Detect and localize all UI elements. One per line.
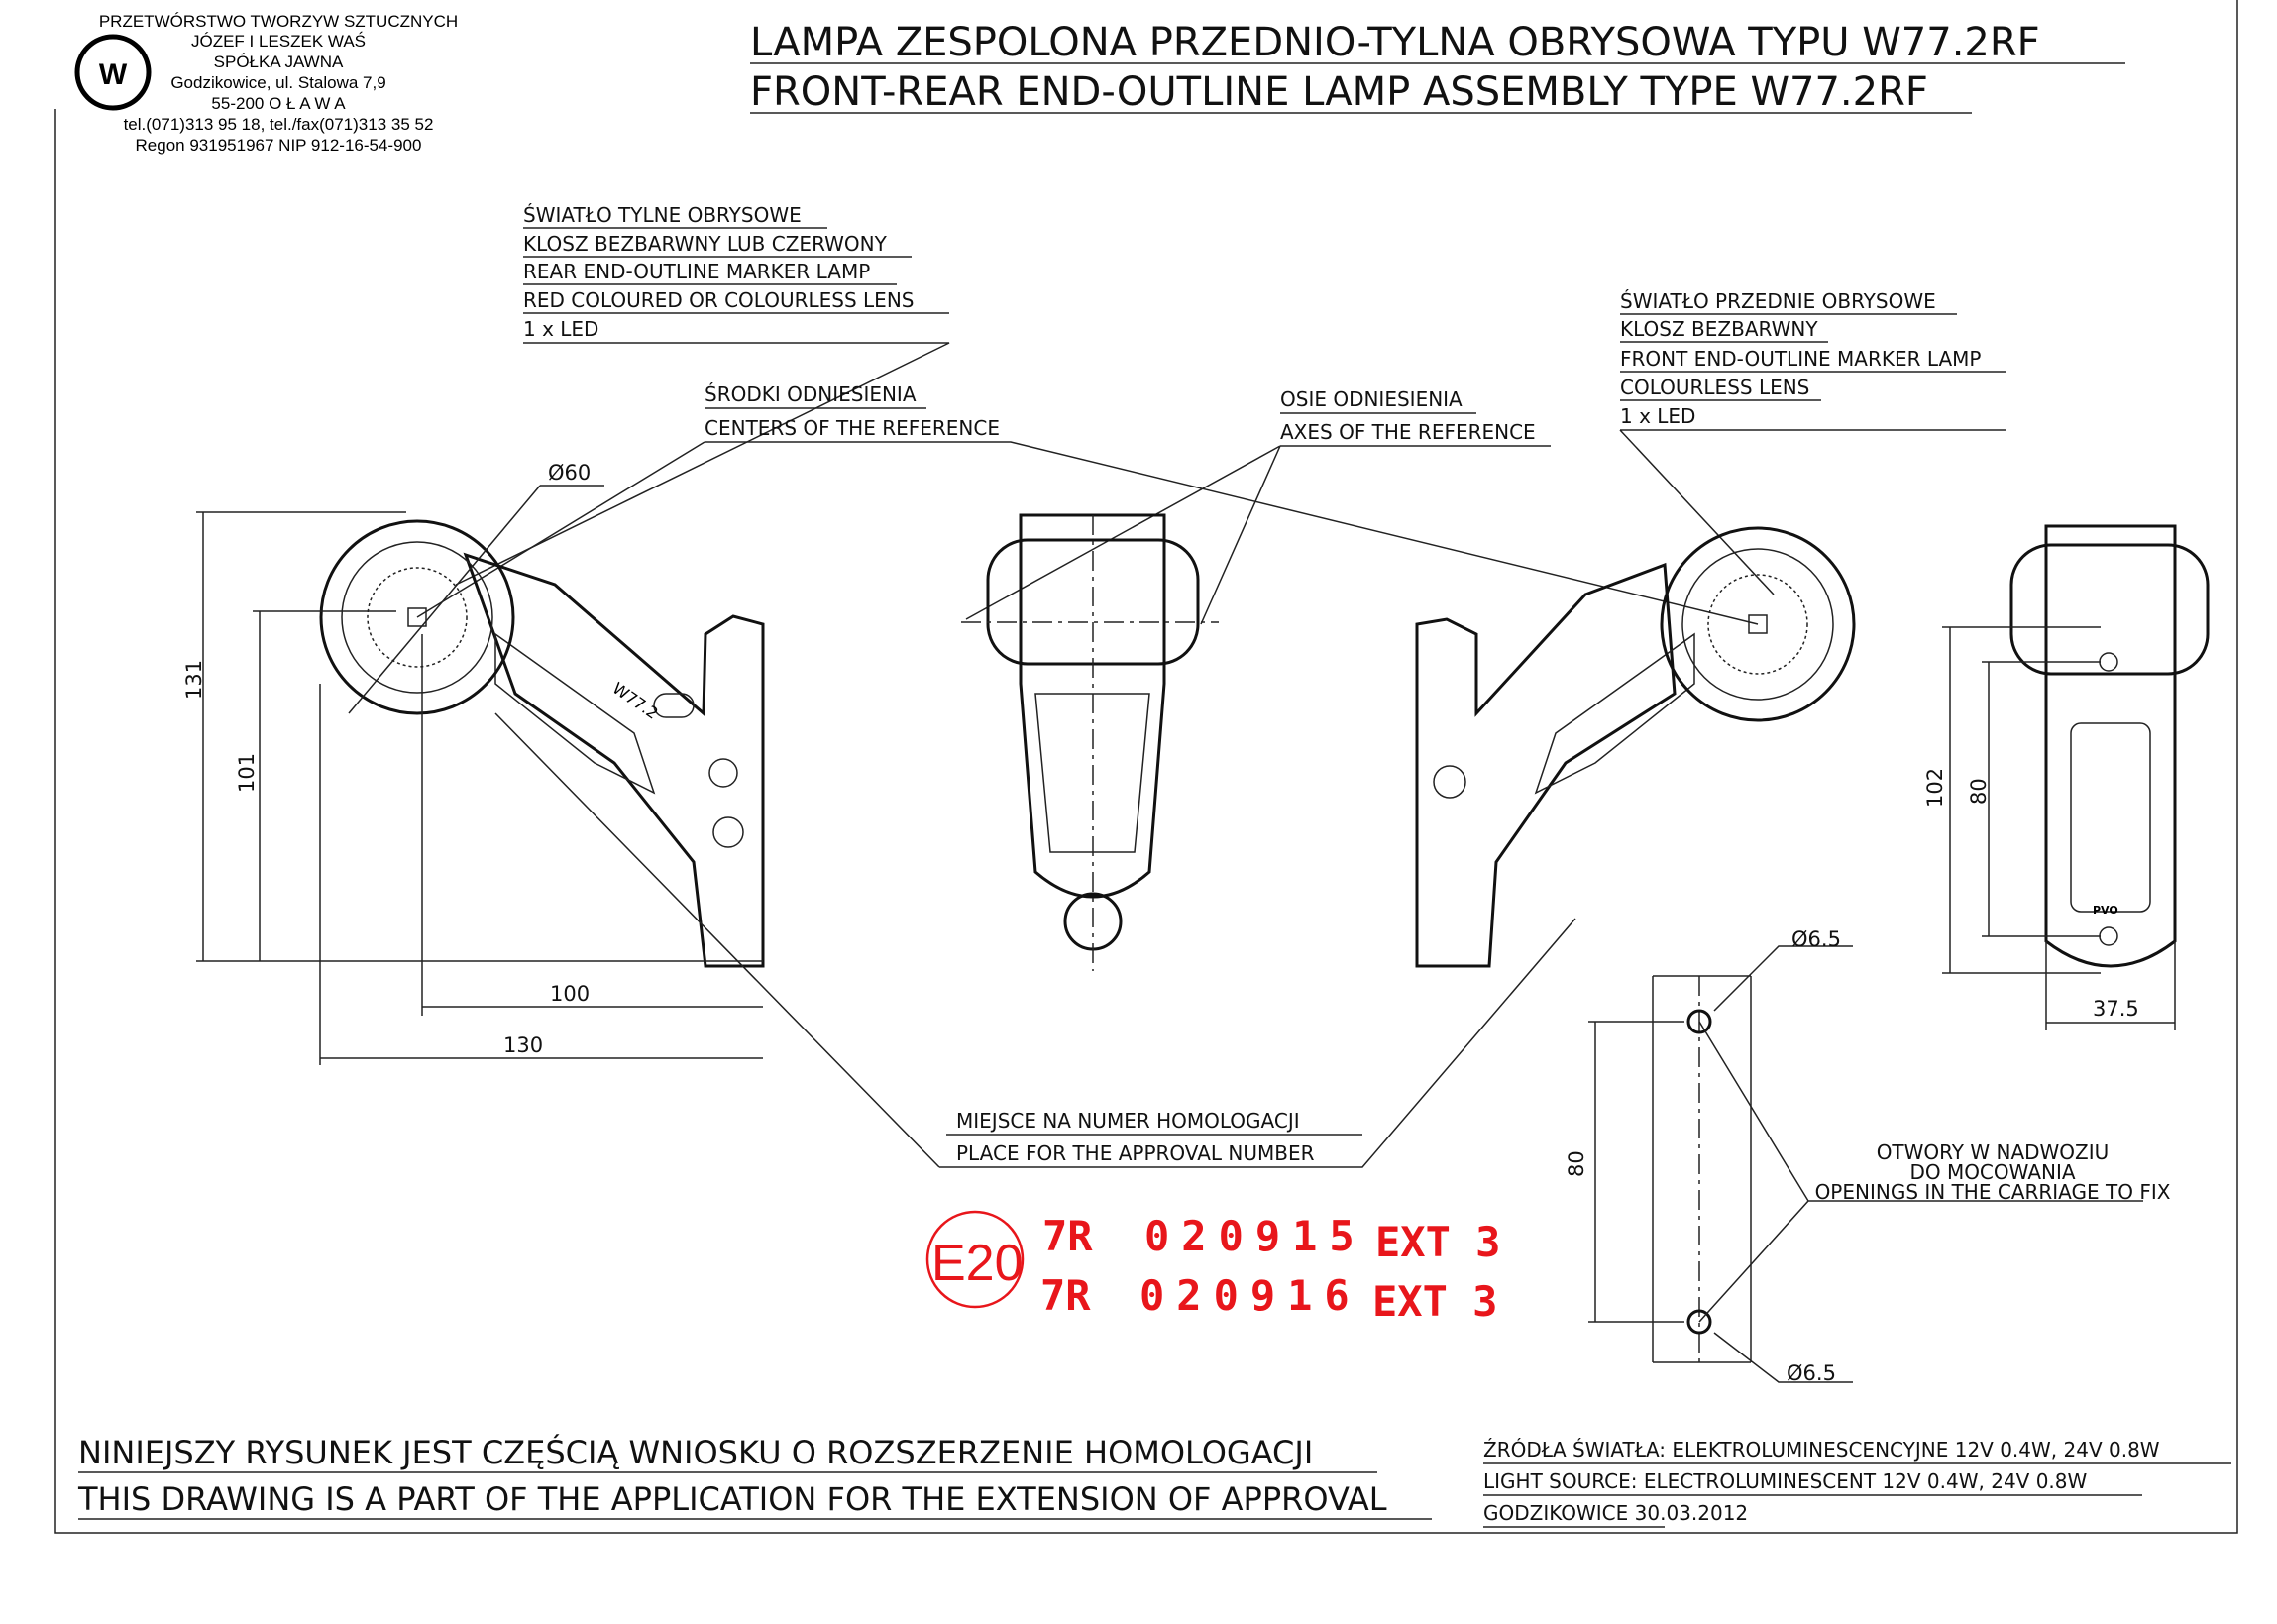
svg-text:OSIE ODNIESIENIA: OSIE ODNIESIENIA	[1280, 387, 1463, 411]
svg-text:REAR END-OUTLINE MARKER LAMP: REAR END-OUTLINE MARKER LAMP	[523, 260, 870, 283]
svg-text:7R: 7R	[1042, 1212, 1093, 1260]
openings-label: OTWORY W NADWOZIU DO MOCOWANIA OPENINGS …	[1815, 1140, 2171, 1204]
svg-text:THIS DRAWING IS A PART OF THE: THIS DRAWING IS A PART OF THE APPLICATIO…	[77, 1480, 1387, 1518]
company-name: PRZETWÓRSTWO TWORZYW SZTUCZNYCH	[99, 12, 458, 31]
approval-place-label: MIEJSCE NA NUMER HOMOLOGACJI PLACE FOR T…	[494, 712, 1576, 1168]
dim-100: 100	[550, 982, 590, 1006]
svg-text:OPENINGS IN THE CARRIAGE TO FI: OPENINGS IN THE CARRIAGE TO FIX	[1815, 1180, 2171, 1204]
title-en: FRONT-REAR END-OUTLINE LAMP ASSEMBLY TYP…	[750, 69, 1928, 115]
front-lamp-label: ŚWIATŁO PRZEDNIE OBRYSOWE KLOSZ BEZBARWN…	[1619, 289, 2006, 595]
company-logo: W	[74, 34, 152, 111]
svg-text:ŚWIATŁO TYLNE OBRYSOWE: ŚWIATŁO TYLNE OBRYSOWE	[523, 203, 802, 227]
company-address: Godzikowice, ul. Stalowa 7,9	[170, 73, 385, 92]
rear-lamp-label: ŚWIATŁO TYLNE OBRYSOWE KLOSZ BEZBARWNY L…	[455, 203, 950, 586]
rear-lamp-side-view: W77.2	[319, 519, 765, 968]
axes-label: OSIE ODNIESIENIA AXES OF THE REFERENCE	[965, 387, 1551, 625]
dim-101: 101	[235, 753, 259, 793]
svg-text:1 x LED: 1 x LED	[523, 317, 598, 341]
dim-37-5: 37.5	[2093, 997, 2139, 1021]
model-mark: W77.2	[609, 679, 662, 723]
svg-text:ŚRODKI ODNIESIENIA: ŚRODKI ODNIESIENIA	[705, 382, 917, 406]
company-city: 55-200 O Ł A W A	[211, 94, 346, 113]
approval-number-1: 020915	[1144, 1212, 1366, 1260]
rear-lamp-dimensions: 131 101 100 130 Ø60	[182, 461, 763, 1065]
lamp-front-view	[961, 513, 1219, 971]
pvc-mark: PVO	[2093, 904, 2118, 917]
approval-number-2: 020916	[1139, 1271, 1361, 1320]
svg-text:PLACE FOR THE APPROVAL NUMBER: PLACE FOR THE APPROVAL NUMBER	[956, 1141, 1315, 1165]
approval-stamp: E20 7R 020915 EXT 3 7R 020916 EXT 3	[925, 1210, 1500, 1326]
lamp-rear-view: PVO 102 80 37.5	[1923, 524, 2210, 1030]
e-mark: E20	[931, 1235, 1024, 1292]
front-lamp-side-view	[1415, 526, 1856, 968]
drawing-date: GODZIKOWICE 30.03.2012	[1483, 1501, 1748, 1525]
title-pl: LAMPA ZESPOLONA PRZEDNIO-TYLNA OBRYSOWA …	[750, 20, 2040, 65]
svg-text:KLOSZ BEZBARWNY: KLOSZ BEZBARWNY	[1620, 317, 1818, 341]
svg-text:LIGHT SOURCE: ELECTROLUMINESCE: LIGHT SOURCE: ELECTROLUMINESCENT 12V 0.4…	[1483, 1469, 2088, 1493]
svg-text:FRONT END-OUTLINE MARKER LAMP: FRONT END-OUTLINE MARKER LAMP	[1620, 347, 1981, 371]
company-type: SPÓŁKA JAWNA	[214, 53, 344, 71]
dim-d60: Ø60	[548, 461, 591, 485]
svg-text:W: W	[99, 58, 128, 91]
dim-hole-bottom: Ø6.5	[1787, 1361, 1836, 1385]
company-owners: JÓZEF I LESZEK WAŚ	[191, 32, 366, 51]
drawing-frame	[54, 0, 2238, 1534]
dim-80: 80	[1967, 778, 1991, 805]
svg-text:MIEJSCE NA NUMER HOMOLOGACJI: MIEJSCE NA NUMER HOMOLOGACJI	[956, 1109, 1300, 1133]
svg-text:COLOURLESS LENS: COLOURLESS LENS	[1620, 376, 1809, 399]
svg-text:ŚWIATŁO PRZEDNIE OBRYSOWE: ŚWIATŁO PRZEDNIE OBRYSOWE	[1620, 289, 1936, 313]
mounting-holes-detail: 80 Ø6.5 Ø6.5	[1565, 927, 2143, 1385]
svg-text:NINIEJSZY RYSUNEK JEST CZĘŚCIĄ: NINIEJSZY RYSUNEK JEST CZĘŚCIĄ WNIOSKU O…	[78, 1433, 1313, 1471]
footer-light-source: ŹRÓDŁA ŚWIATŁA: ELEKTROLUMINESCENCYJNE 1…	[1483, 1438, 2231, 1528]
svg-text:CENTERS OF THE REFERENCE: CENTERS OF THE REFERENCE	[705, 416, 1000, 440]
centers-label: ŚRODKI ODNIESIENIA CENTERS OF THE REFERE…	[416, 382, 1759, 625]
dim-130: 130	[503, 1033, 543, 1057]
svg-text:DO MOCOWANIA: DO MOCOWANIA	[1909, 1160, 2075, 1184]
svg-text:EXT 3: EXT 3	[1375, 1218, 1500, 1266]
footer-note: NINIEJSZY RYSUNEK JEST CZĘŚCIĄ WNIOSKU O…	[77, 1433, 1432, 1520]
company-phone: tel.(071)313 95 18, tel./fax(071)313 35 …	[124, 115, 434, 134]
dim-102: 102	[1923, 768, 1947, 808]
svg-text:1 x LED: 1 x LED	[1620, 404, 1695, 428]
dim-131: 131	[182, 660, 206, 700]
svg-text:RED COLOURED OR COLOURLESS LEN: RED COLOURED OR COLOURLESS LENS	[523, 288, 914, 312]
svg-text:EXT 3: EXT 3	[1372, 1277, 1497, 1326]
company-info: PRZETWÓRSTWO TWORZYW SZTUCZNYCH JÓZEF I …	[99, 12, 458, 155]
company-regon: Regon 931951967 NIP 912-16-54-900	[136, 136, 422, 155]
svg-text:OTWORY W NADWOZIU: OTWORY W NADWOZIU	[1877, 1140, 2110, 1164]
svg-text:ŹRÓDŁA ŚWIATŁA: ELEKTROLUMINES: ŹRÓDŁA ŚWIATŁA: ELEKTROLUMINESCENCYJNE 1…	[1483, 1438, 2160, 1462]
svg-text:KLOSZ BEZBARWNY LUB CZERWONY: KLOSZ BEZBARWNY LUB CZERWONY	[523, 232, 888, 256]
dim-hole-spacing: 80	[1565, 1150, 1588, 1177]
svg-text:7R: 7R	[1040, 1271, 1091, 1320]
svg-text:AXES OF THE REFERENCE: AXES OF THE REFERENCE	[1280, 420, 1536, 444]
dim-hole-top: Ø6.5	[1791, 927, 1841, 951]
